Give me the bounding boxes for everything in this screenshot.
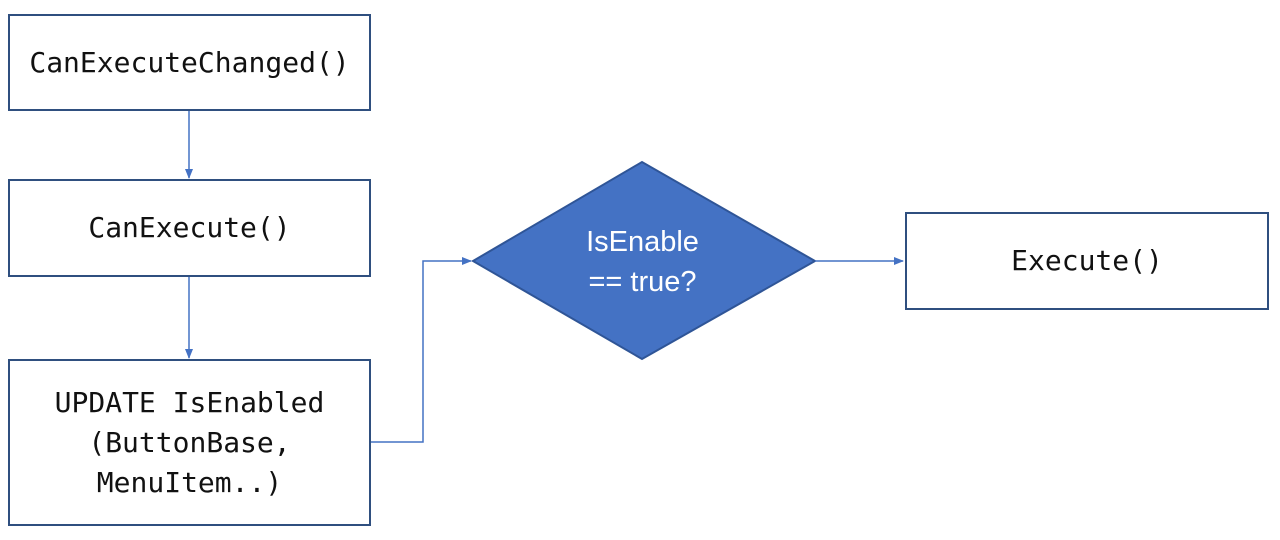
arrow-update-to-decision bbox=[371, 257, 472, 443]
decision-label: IsEnable == true? bbox=[520, 222, 765, 302]
decision-label-line1: IsEnable bbox=[586, 226, 699, 258]
update-isenabled-box: UPDATE IsEnabled (ButtonBase, MenuItem..… bbox=[8, 359, 371, 526]
canexecutechanged-box: CanExecuteChanged() bbox=[8, 14, 371, 111]
decision-label-line2: == true? bbox=[588, 266, 697, 298]
canexecute-box: CanExecute() bbox=[8, 179, 371, 277]
execute-box: Execute() bbox=[905, 212, 1269, 310]
